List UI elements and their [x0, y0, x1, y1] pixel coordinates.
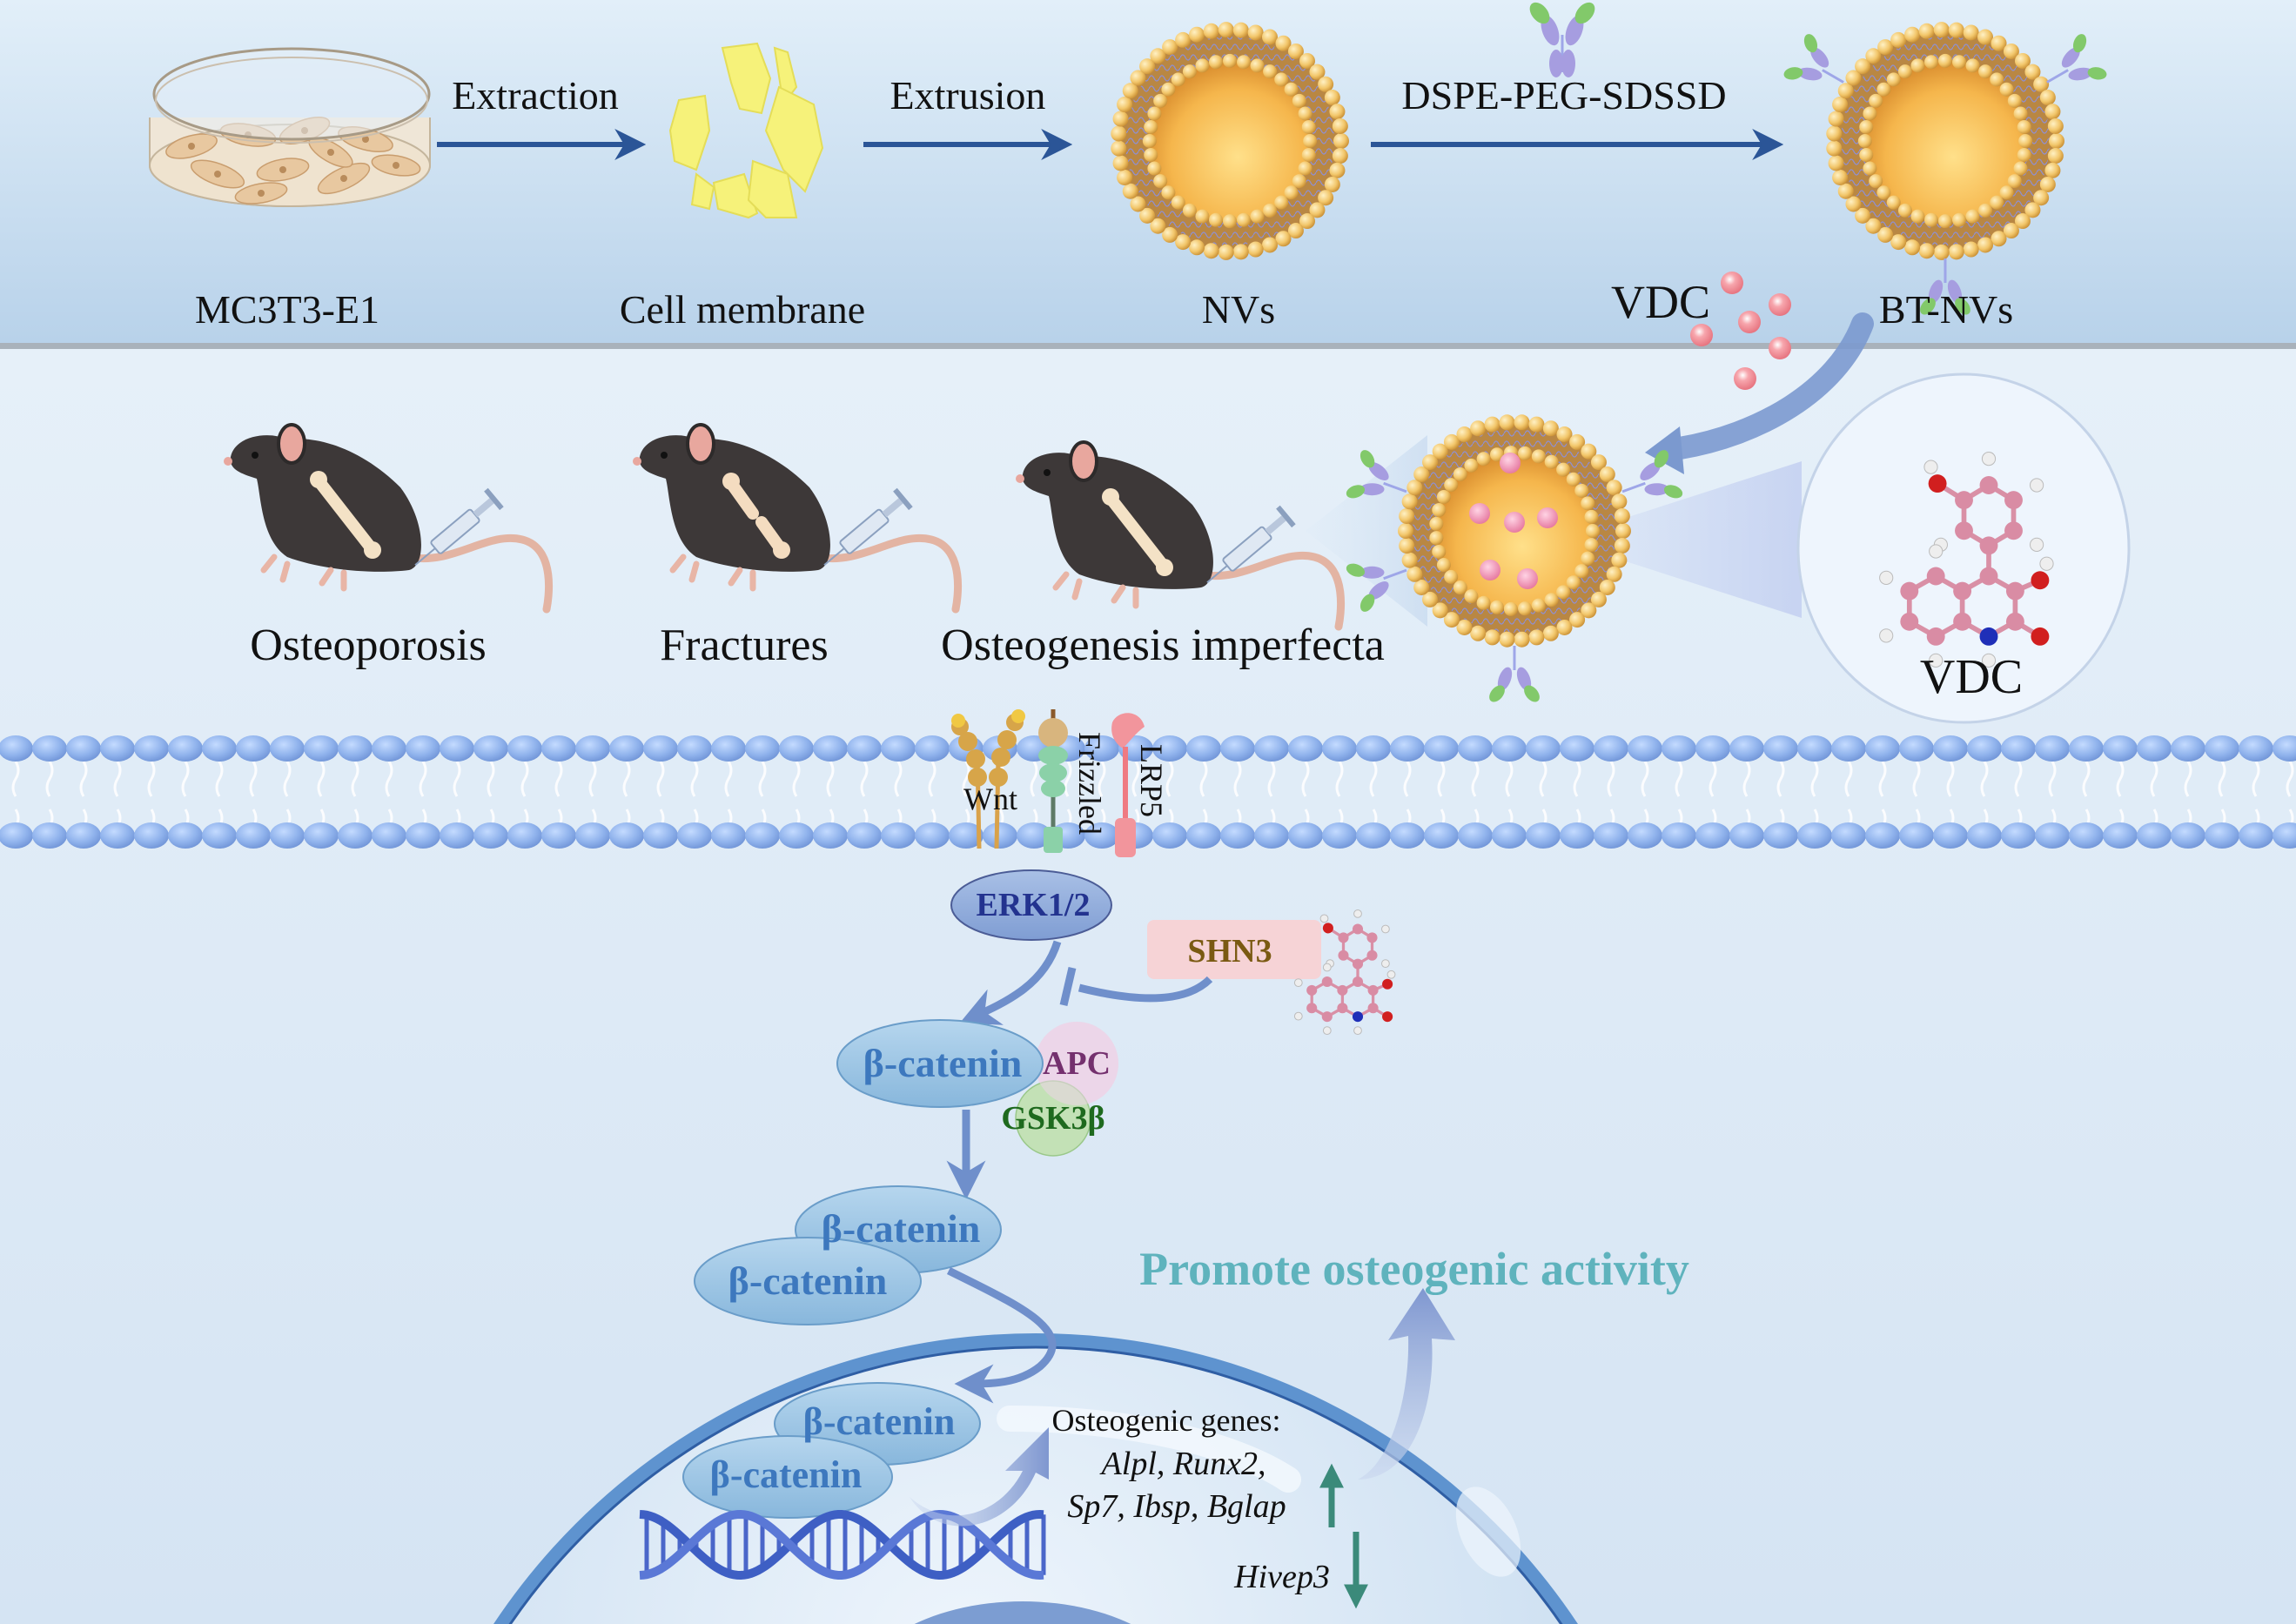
mouse-bone-syringe-icon	[1016, 440, 1346, 631]
catenin-label-cytoplasm-1: β-catenin	[821, 1206, 981, 1251]
catenin-node-nuclear-2	[682, 1435, 893, 1519]
upregulated-genes-line-2: Sp7, Ibsp, Bglap	[1067, 1488, 1286, 1525]
syringe-icon	[1206, 505, 1296, 584]
antibody-icon	[1783, 34, 1844, 84]
zoom-beam	[1558, 461, 1802, 618]
lrp5-receptor-icon	[1111, 713, 1145, 857]
frizzled-receptor-icon	[1038, 709, 1068, 853]
targeted-nanovesicle-icon	[1783, 22, 2107, 315]
mouse-bone-syringe-icon	[224, 423, 554, 614]
inhibition-bar	[1059, 966, 1077, 1007]
antibody-icon	[2046, 34, 2107, 84]
antibody-icon	[1621, 450, 1683, 499]
nanovesicle-icon	[1111, 22, 1349, 260]
step-label-bt-nvs: BT-NVs	[1878, 287, 2014, 332]
wnt-label: Wnt	[963, 782, 1017, 816]
syringe-icon	[414, 487, 504, 567]
step-label-nvs: NVs	[1201, 287, 1276, 332]
disease-label-osteoporosis: Osteoporosis	[250, 621, 487, 670]
apc-label: APC	[1042, 1045, 1111, 1082]
upregulated-genes-line-1: Alpl, Runx2,	[1101, 1446, 1266, 1482]
catenin-label-complex: β-catenin	[863, 1041, 1023, 1085]
mouse-fractured-bone-syringe-icon	[633, 423, 963, 614]
vdc-small-molecule-icon	[1293, 909, 1396, 1035]
lrp5-label: LRP5	[1134, 743, 1169, 818]
antibody-icon	[1489, 646, 1540, 702]
nucleolus	[914, 1601, 1131, 1624]
transcription-arrow	[910, 1427, 1049, 1527]
promote-arrow	[1358, 1288, 1455, 1480]
antibody-icon	[1529, 2, 1595, 77]
catenin-label-nuclear-2: β-catenin	[709, 1453, 863, 1496]
arrow-label-extrusion: Extrusion	[890, 73, 1046, 117]
erk-label: ERK1/2	[976, 887, 1091, 923]
dna-icon	[639, 1509, 1046, 1580]
catenin-label-cytoplasm-2: β-catenin	[728, 1258, 888, 1303]
shn3-node	[1147, 920, 1321, 979]
petri-dish-cells-icon	[149, 47, 431, 207]
promote-osteogenic-label: Promote osteogenic activity	[1139, 1243, 1689, 1295]
panel-divider	[0, 343, 2296, 349]
erk-node	[950, 869, 1112, 941]
gsk3b-label: GSK3β	[1001, 1100, 1105, 1137]
cell-membrane	[0, 735, 2296, 849]
downregulated-gene: Hivep3	[1234, 1559, 1330, 1595]
loading-flow-arrow	[1668, 312, 1874, 460]
molecule-label-vdc: VDC	[1919, 650, 2024, 704]
erk-to-catenin-arrow	[959, 940, 1062, 1025]
osteogenic-genes-title: Osteogenic genes:	[1051, 1403, 1281, 1438]
syringe-icon	[823, 487, 913, 567]
antibody-icon	[1346, 563, 1407, 612]
injection-beam	[1306, 435, 1427, 627]
nucleus	[493, 1333, 1578, 1624]
shn3-label: SHN3	[1187, 933, 1272, 970]
shn3-inhibition-line	[1078, 976, 1213, 1003]
vdc-molecule-icon	[1879, 452, 2054, 668]
wnt-receptor-icon	[951, 709, 1025, 849]
antibody-icon	[1346, 450, 1407, 499]
drug-label-vdc: VDC	[1610, 276, 1711, 328]
nuclear-translocation-arrow	[946, 1266, 1057, 1404]
catenin-node-complex	[836, 1019, 1044, 1108]
catenin-label-nuclear-1: β-catenin	[802, 1400, 956, 1443]
arrow-label-extraction: Extraction	[452, 73, 619, 117]
drug-loaded-vesicle-icon	[1346, 414, 1683, 702]
disease-label-fractures: Fractures	[660, 621, 829, 670]
frizzled-label: Frizzled	[1072, 732, 1107, 835]
arrow-label-dspe-peg: DSPE-PEG-SDSSD	[1401, 73, 1727, 117]
membrane-fragments-icon	[668, 42, 824, 219]
step-label-mc3t3: MC3T3-E1	[194, 287, 380, 332]
catenin-node-cytoplasm-2	[694, 1237, 922, 1325]
antibody-icon	[1920, 258, 1970, 315]
vdc-drug-particles	[1690, 272, 1791, 390]
disease-label-oi: Osteogenesis imperfecta	[941, 621, 1385, 670]
step-label-cell-membrane: Cell membrane	[619, 287, 866, 332]
